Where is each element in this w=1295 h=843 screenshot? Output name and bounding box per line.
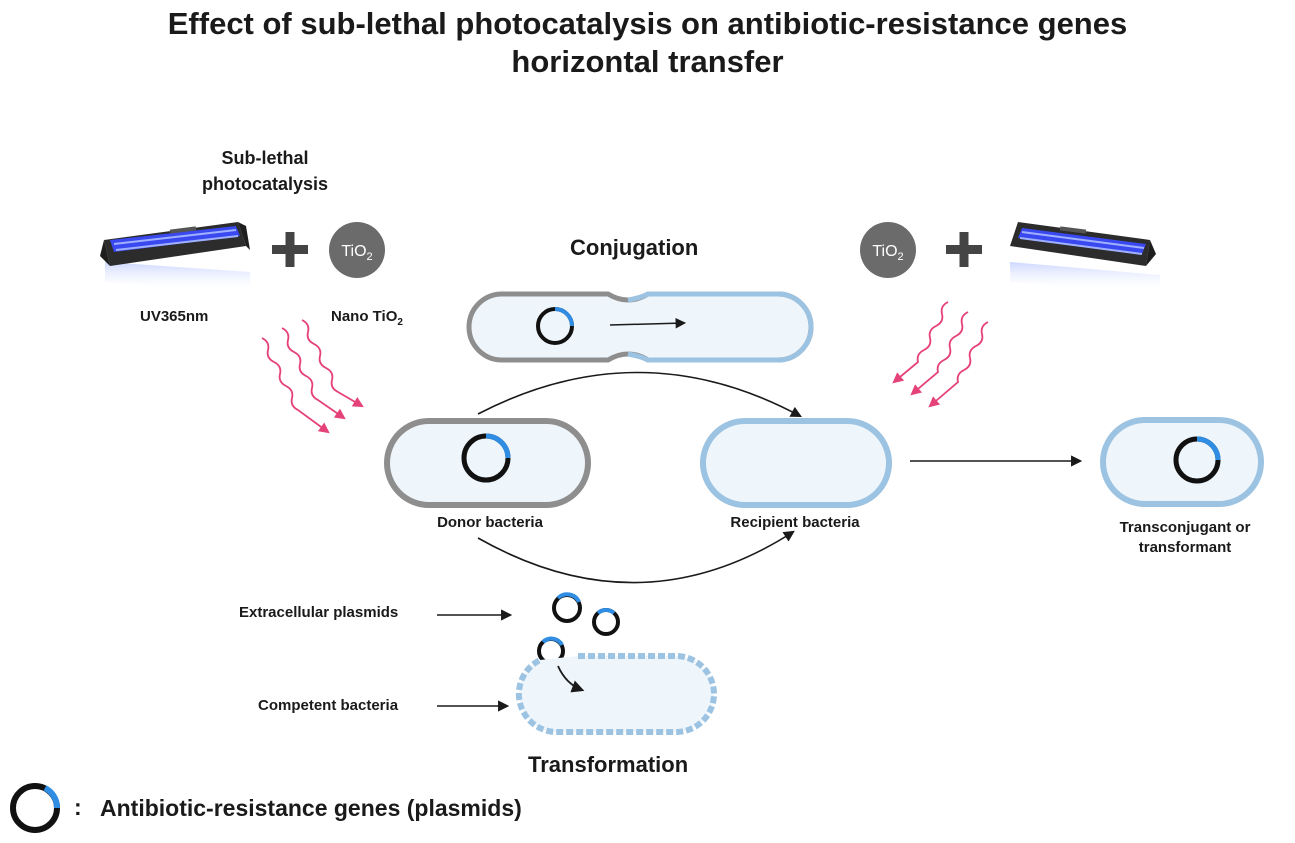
- transconjugant-label-line-1: Transconjugant or: [1119, 519, 1251, 536]
- conjugation-pair: [466, 291, 814, 363]
- competent-bacteria-label: Competent bacteria: [258, 697, 399, 714]
- legend-text: Antibiotic-resistance genes (plasmids): [100, 795, 522, 821]
- title-line-2: horizontal transfer: [511, 44, 784, 79]
- tio2-badge-right-text: TiO2: [872, 243, 903, 263]
- extracellular-plasmids: [537, 592, 620, 665]
- uv-wavelength-label: UV365nm: [140, 308, 209, 325]
- treatment-heading-line-1: Sub-lethal: [221, 148, 309, 168]
- title-line-1: Effect of sub-lethal photocatalysis on a…: [167, 6, 1128, 41]
- donor-bacteria-cell: [384, 418, 591, 508]
- plus-icon-right: [946, 232, 982, 267]
- legend-plasmid-icon: [10, 783, 60, 833]
- plus-icon-left: [272, 232, 308, 267]
- transconjugant-label-line-2: transformant: [1138, 539, 1232, 556]
- legend-separator: :: [74, 794, 82, 820]
- tio2-badge-left-text: TiO2: [341, 243, 372, 263]
- transformation-arc-arrow: [477, 530, 795, 584]
- uv-lamp-right-icon: [1010, 222, 1160, 292]
- conjugation-arc-arrow: [477, 371, 802, 418]
- recipient-bacteria-cell: [700, 418, 892, 508]
- treatment-heading-line-2: photocatalysis: [201, 174, 329, 194]
- uv-lamp-left-icon: [100, 222, 250, 292]
- uv-waves-left-icon: [261, 319, 364, 434]
- donor-bacteria-label: Donor bacteria: [437, 514, 543, 531]
- conjugation-heading: Conjugation: [570, 235, 699, 260]
- extracellular-plasmids-label: Extracellular plasmids: [239, 604, 399, 621]
- tio2-badge-right-icon: TiO2: [860, 222, 916, 278]
- tio2-badge-left-icon: TiO2: [329, 222, 385, 278]
- recipient-bacteria-label: Recipient bacteria: [730, 514, 860, 531]
- transformation-heading: Transformation: [528, 752, 689, 777]
- nano-tio2-label: Nano TiO2: [331, 308, 403, 328]
- transconjugant-cell: [1100, 417, 1264, 507]
- uv-waves-right-icon: [892, 301, 989, 408]
- competent-bacteria-cell: [515, 653, 717, 735]
